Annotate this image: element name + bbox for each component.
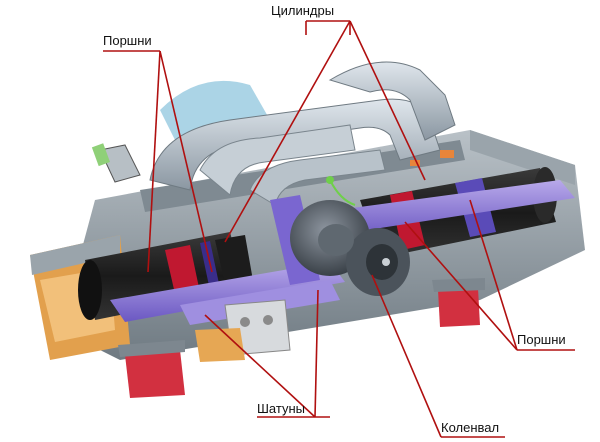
intake-manifold [149,61,456,206]
small-details [326,150,454,206]
label-pistons-right: Поршни [517,332,566,347]
label-conrods: Шатуны [257,401,305,416]
label-crankshaft: Коленвал [441,420,500,435]
engine-mounts [118,278,485,398]
leader-lines [103,20,575,438]
label-cylinders: Цилиндры [271,3,335,18]
label-pistons-left: Поршни [103,33,152,48]
injector-part [91,143,141,183]
lower-parts [195,299,291,362]
crankshaft-part [290,200,410,296]
